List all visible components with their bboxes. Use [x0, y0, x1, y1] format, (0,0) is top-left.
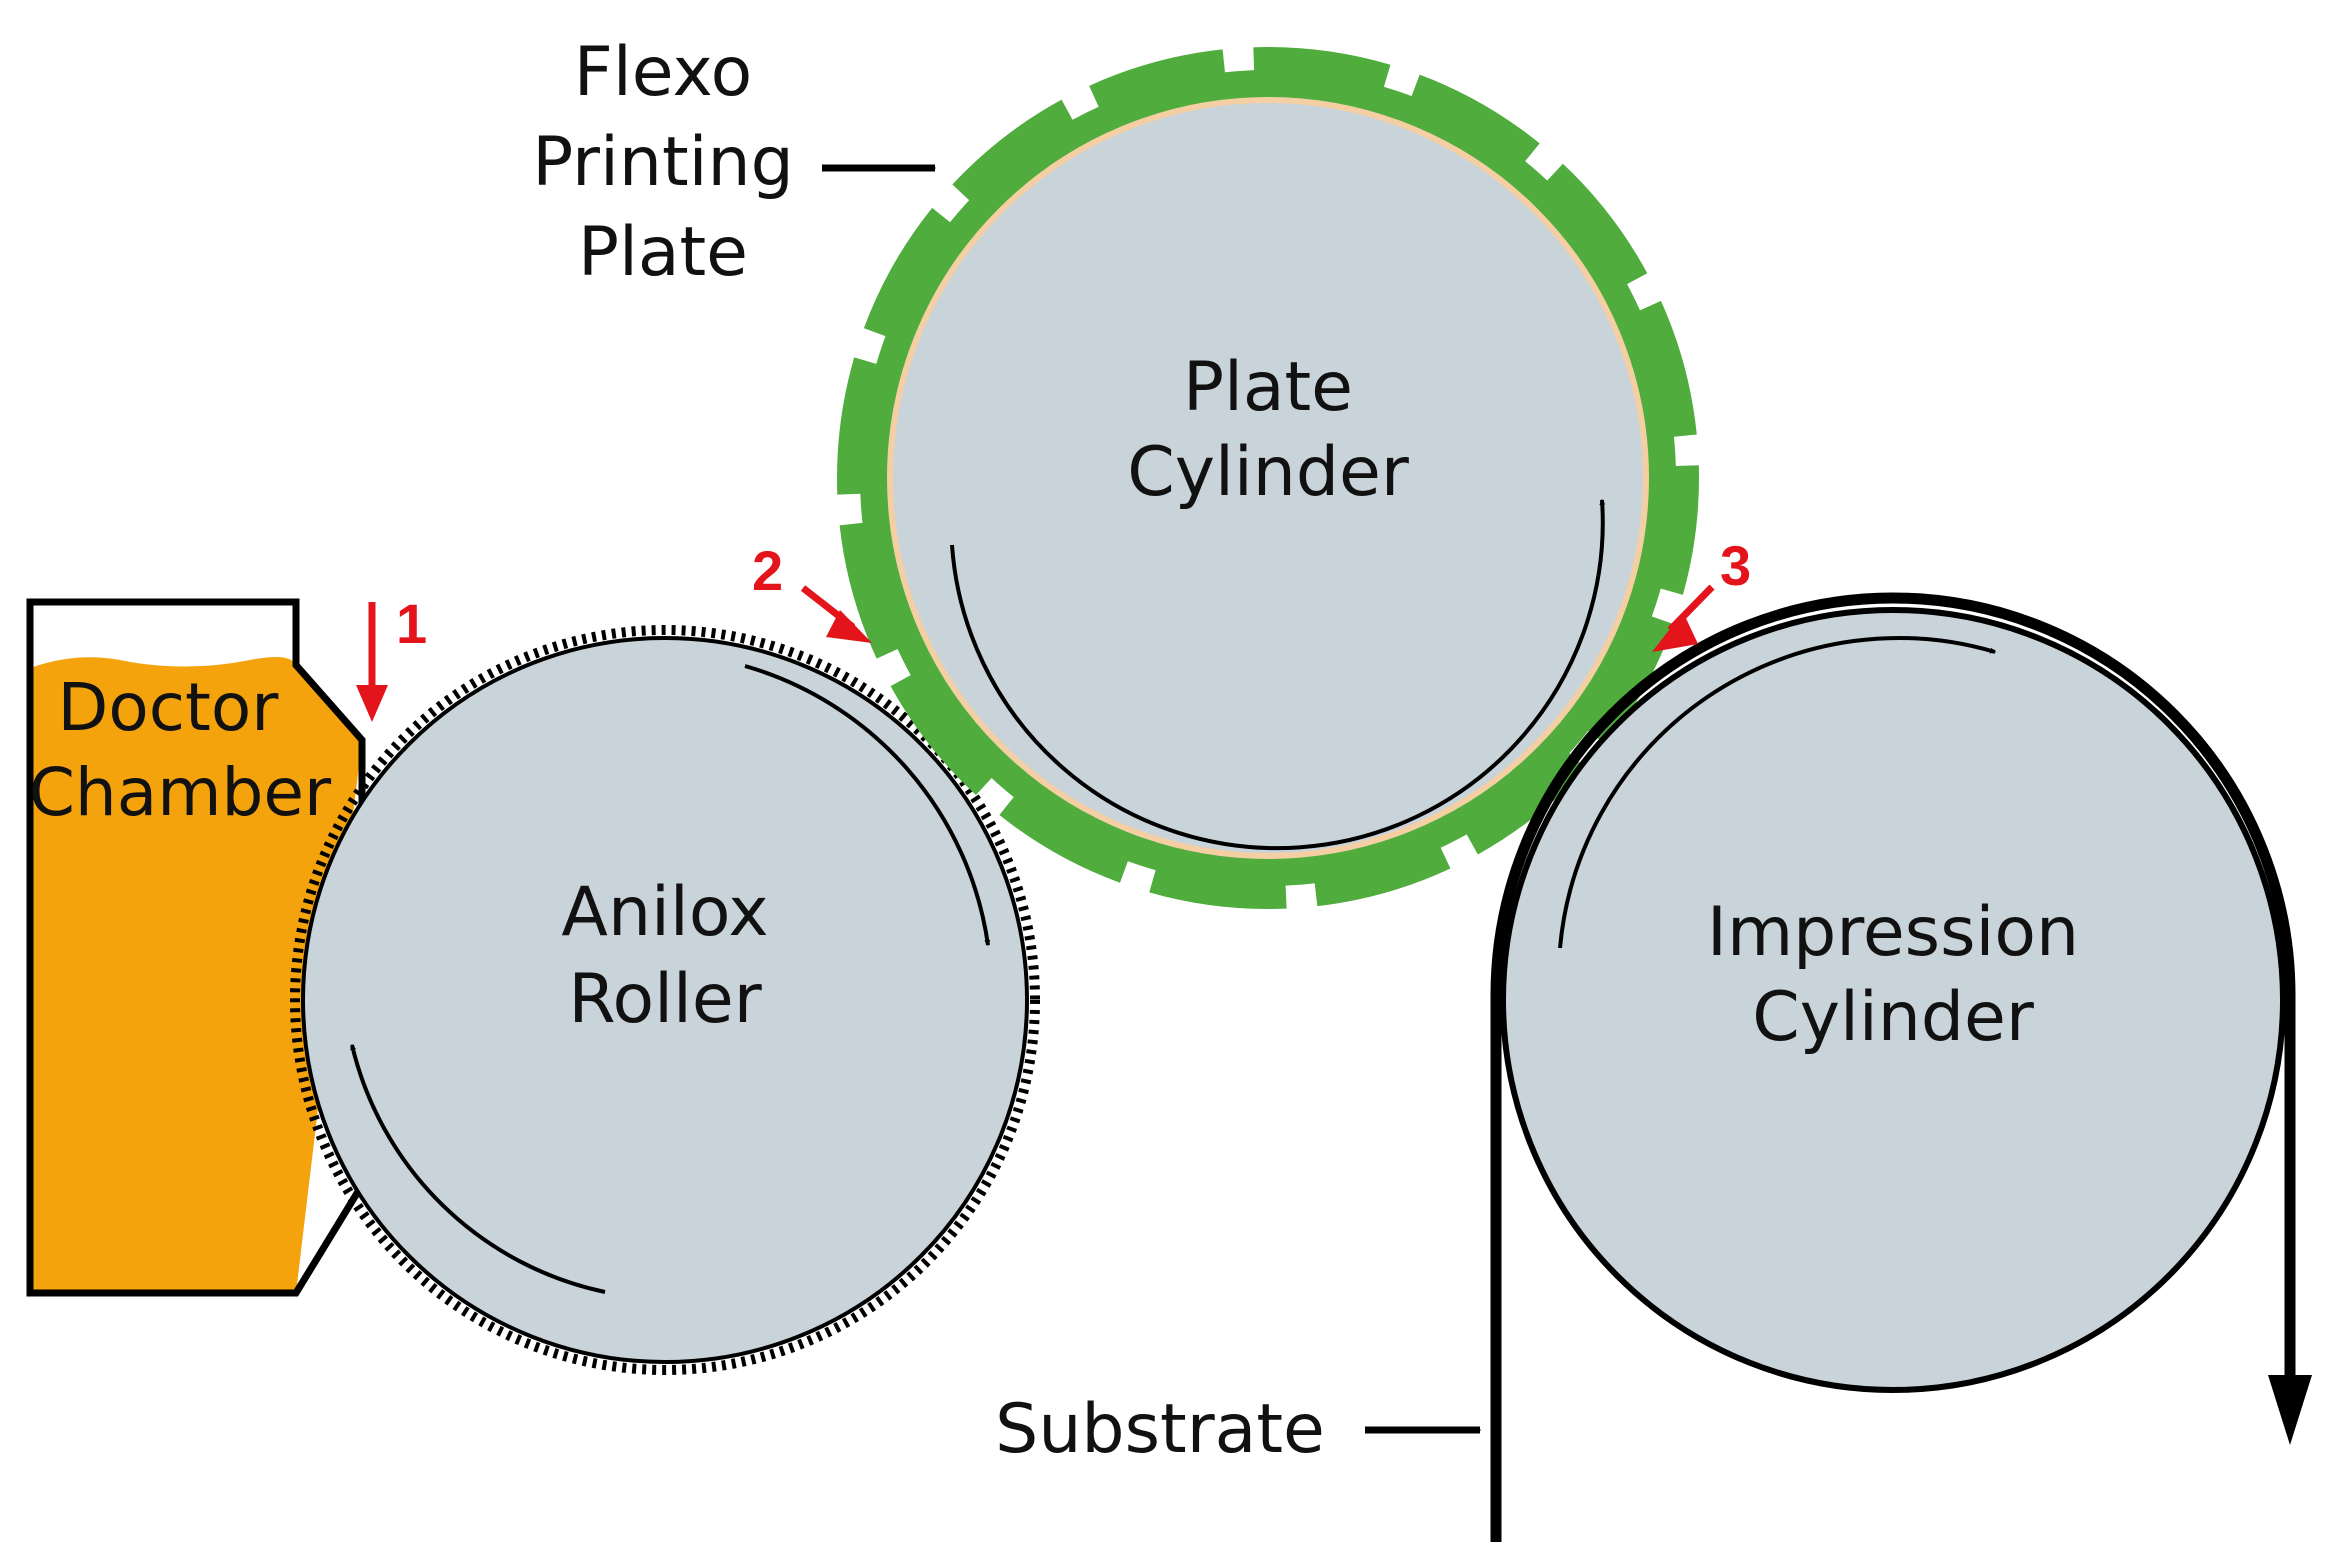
plate-cylinder-body: [887, 97, 1649, 859]
substrate-web: [1490, 592, 2296, 1542]
impression-rotation-arrow: [1558, 636, 1997, 949]
callout-3: 3: [1652, 534, 1751, 652]
anilox-rotation-arrow-right: [744, 664, 991, 947]
flexo-plate-label-line-2: Printing: [532, 123, 794, 202]
impression-cylinder: [1490, 592, 2312, 1542]
callout-1-arrowhead: [356, 685, 388, 722]
callout-1: 1: [356, 592, 427, 722]
substrate-label: Substrate: [995, 1390, 1325, 1469]
flexo-plate-raised-segments: [837, 47, 1699, 909]
anilox-roller-label-line-1: Anilox: [561, 873, 768, 952]
flexo-plate-base: [860, 70, 1676, 886]
flexo-plate-label: Flexo Printing Plate: [532, 33, 794, 292]
callout-1-label: 1: [396, 592, 427, 655]
plate-cylinder-label-line-2: Cylinder: [1127, 433, 1409, 512]
anilox-roller-body: [301, 636, 1029, 1364]
plate-cylinder-label: Plate Cylinder: [1127, 348, 1409, 512]
plate-cylinder-label-line-1: Plate: [1183, 348, 1353, 427]
doctor-chamber-label-line-1: Doctor: [58, 669, 280, 746]
anilox-rotation-arrow-left: [350, 1043, 606, 1294]
doctor-chamber-ink: [30, 656, 362, 1293]
anilox-roller-label: Anilox Roller: [561, 873, 768, 1039]
substrate-exit-arrowhead: [2268, 1375, 2312, 1445]
callout-2-arrowhead: [826, 610, 872, 643]
anilox-roller-knurl: [290, 625, 1040, 1375]
doctor-chamber-label: Doctor Chamber: [29, 669, 332, 831]
anilox-roller-label-line-2: Roller: [568, 960, 761, 1039]
plate-rotation-arrow: [950, 498, 1606, 851]
impression-cylinder-body: [1500, 607, 2286, 1393]
impression-cylinder-label-line-1: Impression: [1707, 893, 2079, 972]
anilox-roller: [290, 625, 1040, 1375]
plate-cylinder: [837, 47, 1699, 909]
flexo-plate-label-line-1: Flexo: [574, 33, 752, 112]
impression-cylinder-label-line-2: Cylinder: [1752, 978, 2034, 1057]
callout-3-arrowhead: [1652, 612, 1698, 652]
flexo-plate-label-line-3: Plate: [578, 213, 748, 292]
callout-3-label: 3: [1720, 534, 1751, 597]
impression-cylinder-label: Impression Cylinder: [1707, 893, 2079, 1057]
callout-2: 2: [752, 539, 872, 643]
doctor-chamber-label-line-2: Chamber: [29, 754, 332, 831]
callout-2-label: 2: [752, 539, 783, 602]
